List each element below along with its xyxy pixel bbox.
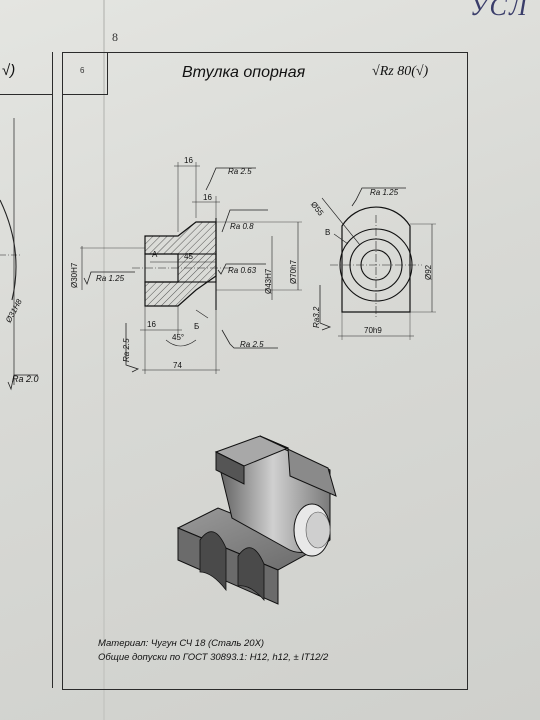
roughness-symbol [217, 263, 266, 275]
dim-74: 74 [173, 361, 182, 370]
dim-16-mid: 16 [203, 193, 212, 202]
roughness-symbol [221, 329, 278, 349]
roughness-ra-0-8: Ra 0.8 [230, 222, 254, 231]
iso-groove [237, 547, 265, 602]
dim-d92: Ø92 [424, 264, 433, 280]
left-roughness-bottom: Ra 2.0 [12, 374, 39, 384]
roughness-ra-1-25-left: Ra 1.25 [96, 274, 125, 283]
roughness-ra-1-25-end: Ra 1.25 [370, 188, 399, 197]
iso-flange-side [215, 451, 245, 485]
roughness-symbol [351, 187, 406, 207]
roughness-symbol [205, 167, 256, 191]
isometric-view [176, 435, 337, 605]
dim-16-bottom: 16 [147, 320, 156, 329]
dim-bore-30: Ø30H7 [70, 262, 79, 288]
roughness-ra-0-63: Ra 0.63 [228, 266, 257, 275]
roughness-symbol [125, 323, 140, 373]
marker-v-leader [333, 233, 349, 245]
dim-45: 45 [184, 252, 193, 261]
general-roughness-value: Rz 80(√) [379, 64, 429, 79]
material-note: Материал: Чугун СЧ 18 (Сталь 20Х) [98, 638, 265, 649]
dim-groove-43: Ø43H7 [264, 268, 273, 294]
iso-bore-inner [305, 511, 331, 549]
section-view [80, 162, 302, 374]
corner-handwriting: УСЛ [470, 0, 529, 21]
angle-arc [165, 339, 197, 347]
dim-16-top: 16 [184, 156, 193, 165]
roughness-symbol [83, 271, 135, 286]
iso-top-step [259, 435, 337, 497]
number-cell [62, 52, 108, 95]
general-roughness: √Rz 80(√) [372, 64, 429, 79]
roughness-symbol [221, 209, 268, 233]
roughness-ra-2-5-left: Ra 2.5 [122, 338, 131, 362]
tolerance-note: Общие допуски по ГОСТ 30893.1: Н12, h12,… [98, 652, 329, 663]
left-frame-top [0, 52, 52, 95]
end-outline [341, 206, 411, 313]
end-view [319, 187, 436, 340]
marker-v: В [325, 228, 331, 237]
dim-shaft-70: Ø70h7 [289, 259, 298, 284]
roughness-ra-2-5-top: Ra 2.5 [228, 167, 252, 176]
marker-b: Б [194, 322, 200, 331]
drawing-frame [62, 52, 468, 690]
left-frame [0, 52, 53, 688]
roughness-ra-2-5-bottom: Ra 2.5 [240, 340, 264, 349]
cell-number: 6 [80, 66, 85, 75]
marker-b-leader [195, 309, 209, 319]
iso-groove [199, 531, 227, 592]
page-number: 8 [112, 30, 118, 44]
dim-70h9: 70h9 [364, 326, 382, 335]
dim-angle-45: 45° [172, 333, 185, 342]
roughness-ra-3-2: Ra3.2 [312, 306, 321, 328]
left-roughness-top: √) [2, 62, 16, 79]
marker-a: А [152, 250, 158, 259]
drawing-title: Втулка опорная [182, 64, 306, 81]
roughness-symbol [319, 285, 332, 331]
left-roughness-symbol [7, 374, 38, 391]
d55-leader [321, 197, 361, 246]
